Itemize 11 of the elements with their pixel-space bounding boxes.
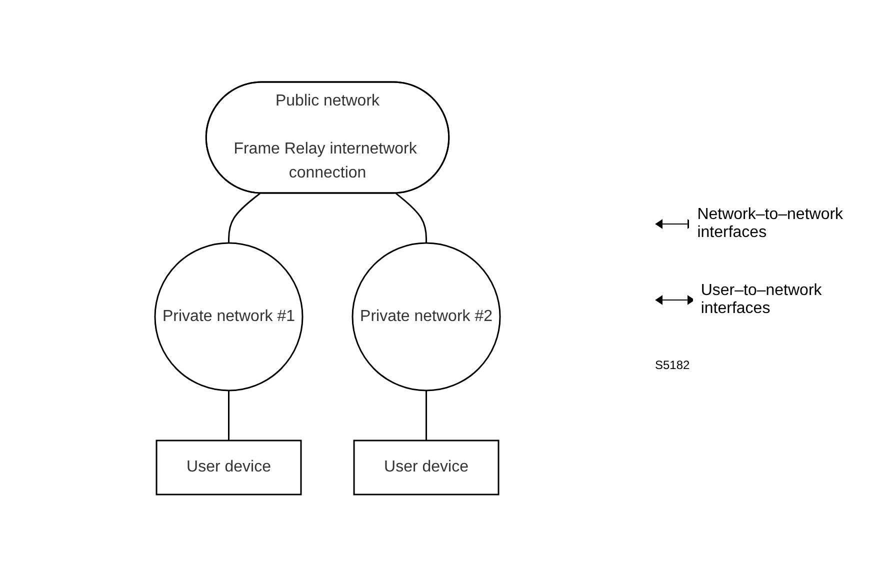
interface-label: Network–to–network interfaces (697, 206, 844, 242)
node-box: User device (353, 440, 500, 496)
connector (228, 193, 260, 244)
connector (228, 390, 230, 441)
connector (396, 193, 427, 244)
connector (426, 390, 427, 441)
interface-label: User–to–network interfaces (700, 282, 823, 318)
figure-number: S5182 (655, 358, 690, 372)
node-circle: Private network #2 (352, 242, 501, 392)
node-circle: Private network #1 (154, 242, 304, 392)
node-box: User device (156, 440, 302, 496)
